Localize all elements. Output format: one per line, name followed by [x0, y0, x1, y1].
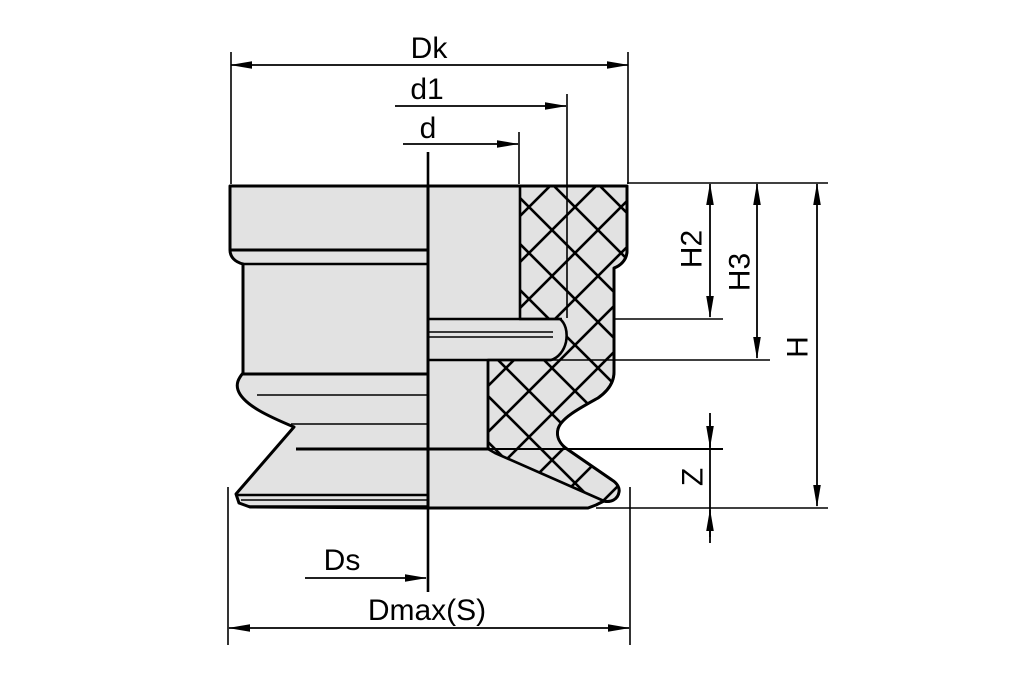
dimension-label-h: H: [782, 336, 815, 358]
dimension-label-dk: Dk: [411, 32, 449, 65]
dimension-label-dmax: Dmax(S): [368, 594, 486, 627]
groove-slot-lines: [428, 317, 562, 451]
left-fold-lines: [230, 248, 428, 507]
top-dimension-lines: [230, 52, 629, 318]
dimension-label-d: d: [420, 112, 437, 145]
dimension-label-h2: H2: [676, 230, 709, 268]
part-section-right-half: [426, 152, 629, 592]
dimension-label-z: Z: [677, 468, 710, 486]
dimension-label-ds: Ds: [324, 544, 361, 577]
dimension-label-d1: d1: [410, 73, 443, 106]
bottom-dimension-lines: [227, 487, 631, 645]
dimension-label-h3: H3: [724, 253, 757, 291]
part-outside-view-left-half: [228, 184, 430, 510]
sectioned-material-hatch: [486, 184, 629, 503]
right-dimension-lines: [428, 182, 828, 543]
left-silhouette: [228, 184, 430, 510]
